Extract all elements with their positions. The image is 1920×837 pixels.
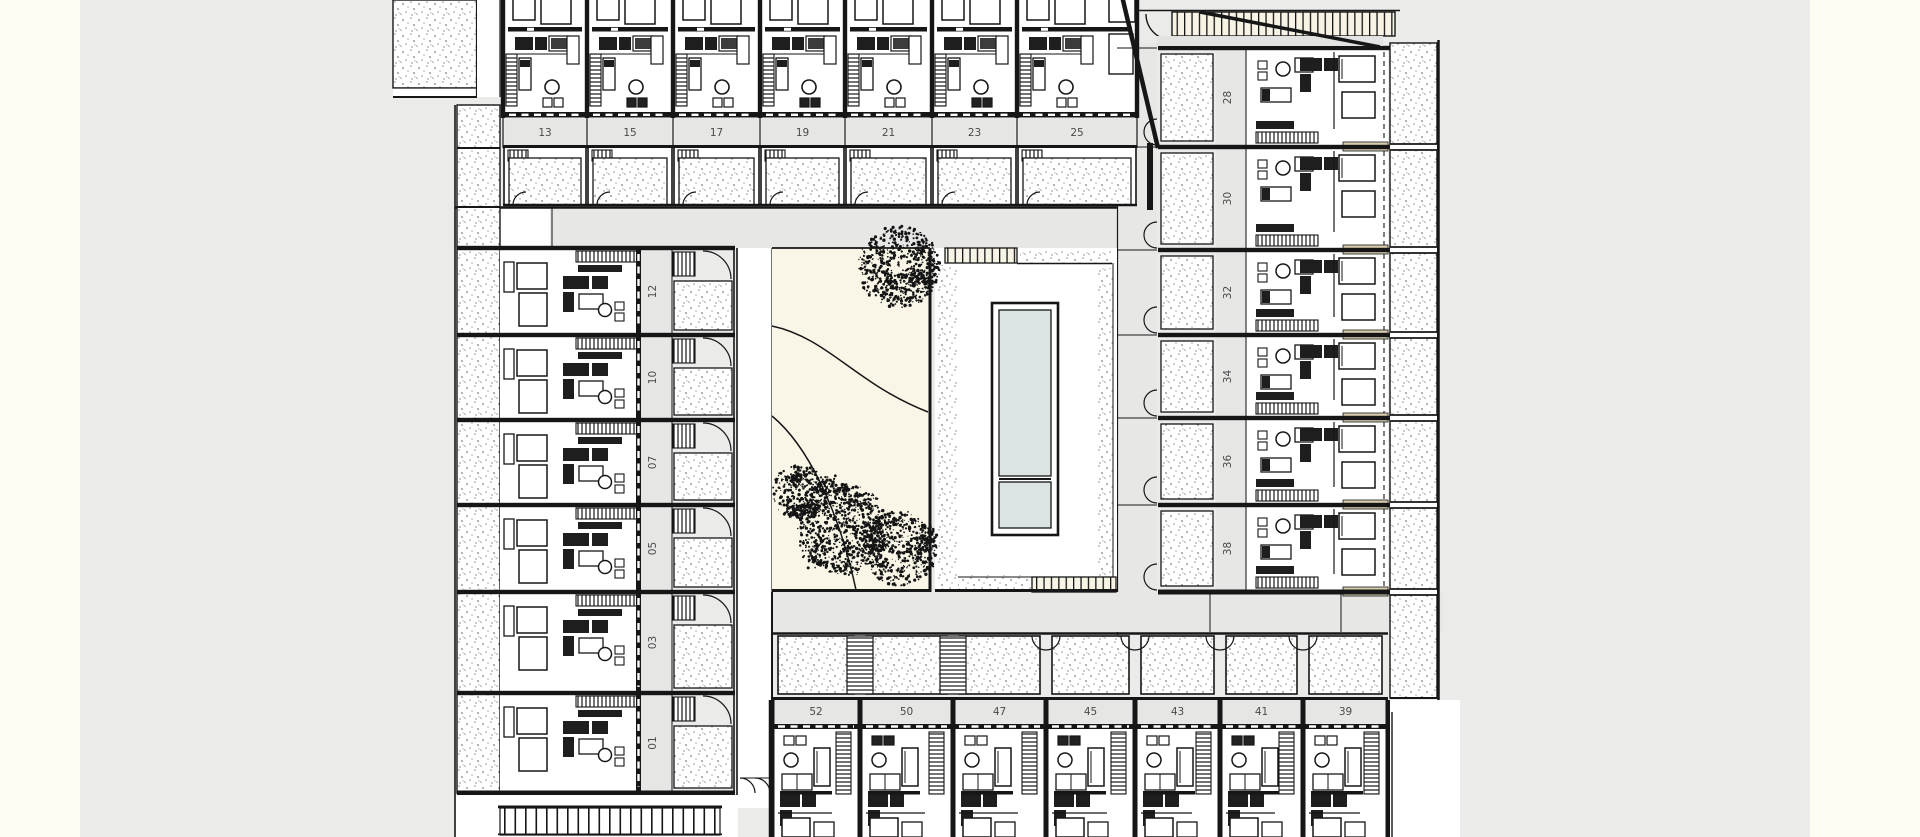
svg-text:43: 43	[1171, 706, 1184, 718]
svg-text:03: 03	[647, 636, 659, 649]
svg-text:32: 32	[1222, 286, 1234, 299]
svg-text:17: 17	[710, 127, 723, 139]
unit-17: 17	[670, 0, 760, 206]
unit-38: 38	[1117, 502, 1438, 597]
trees	[772, 224, 942, 587]
unit-43: 43	[1132, 635, 1220, 837]
unit-12: 12	[457, 245, 735, 333]
unit-21: 21	[842, 0, 932, 206]
svg-text:39: 39	[1339, 706, 1352, 718]
svg-text:15: 15	[623, 127, 636, 139]
unit-03: 03	[457, 589, 735, 691]
left-unit-column: 12 10 07 05 03 01	[457, 245, 735, 796]
svg-text:28: 28	[1222, 91, 1234, 104]
svg-text:36: 36	[1222, 455, 1234, 469]
unit-39: 39	[1300, 635, 1388, 837]
swimming-pool	[990, 301, 1060, 537]
unit-41: 41	[1217, 635, 1303, 837]
parking-stalls	[454, 105, 738, 837]
unit-25: 25	[1014, 0, 1137, 206]
unit-45: 45	[1043, 635, 1135, 837]
unit-10: 10	[457, 332, 735, 418]
svg-text:30: 30	[1222, 192, 1234, 205]
unit-50: 50	[857, 635, 953, 837]
unit-28: 28	[1117, 45, 1438, 152]
unit-34: 34	[1117, 332, 1438, 423]
unit-15: 15	[584, 0, 673, 206]
svg-text:34: 34	[1222, 370, 1234, 384]
svg-text:52: 52	[809, 706, 822, 718]
north-east-boundary	[1120, 0, 1460, 837]
svg-text:45: 45	[1084, 706, 1097, 718]
unit-52: 52	[769, 635, 860, 837]
unit-01: 01	[457, 690, 735, 791]
unit-13: 13	[500, 0, 587, 206]
svg-text:47: 47	[993, 706, 1006, 718]
svg-text:50: 50	[900, 706, 913, 718]
svg-text:13: 13	[538, 127, 551, 139]
svg-text:25: 25	[1070, 127, 1083, 139]
unit-19: 19	[757, 0, 845, 206]
east-terrace-band	[1389, 40, 1440, 700]
svg-text:19: 19	[796, 127, 809, 139]
bottom-unit-row: 52 50 47 45 43 41 39	[768, 592, 1391, 837]
svg-text:23: 23	[968, 127, 981, 139]
right-unit-column: 28 30 32 34 36 38	[1117, 40, 1440, 700]
svg-text:41: 41	[1255, 706, 1268, 718]
unit-47: 47	[950, 635, 1046, 837]
svg-text:10: 10	[647, 371, 659, 384]
svg-text:12: 12	[647, 285, 659, 298]
svg-text:01: 01	[647, 736, 659, 749]
svg-text:21: 21	[882, 127, 895, 139]
unit-07: 07	[457, 417, 735, 503]
svg-text:07: 07	[647, 456, 659, 469]
pool-deck	[935, 247, 1117, 593]
top-unit-row: 13 15 17 19 21 23 25	[500, 0, 1153, 210]
unit-23: 23	[929, 0, 1017, 206]
svg-text:38: 38	[1222, 542, 1234, 555]
svg-text:05: 05	[647, 542, 659, 555]
unit-05: 05	[457, 502, 735, 590]
